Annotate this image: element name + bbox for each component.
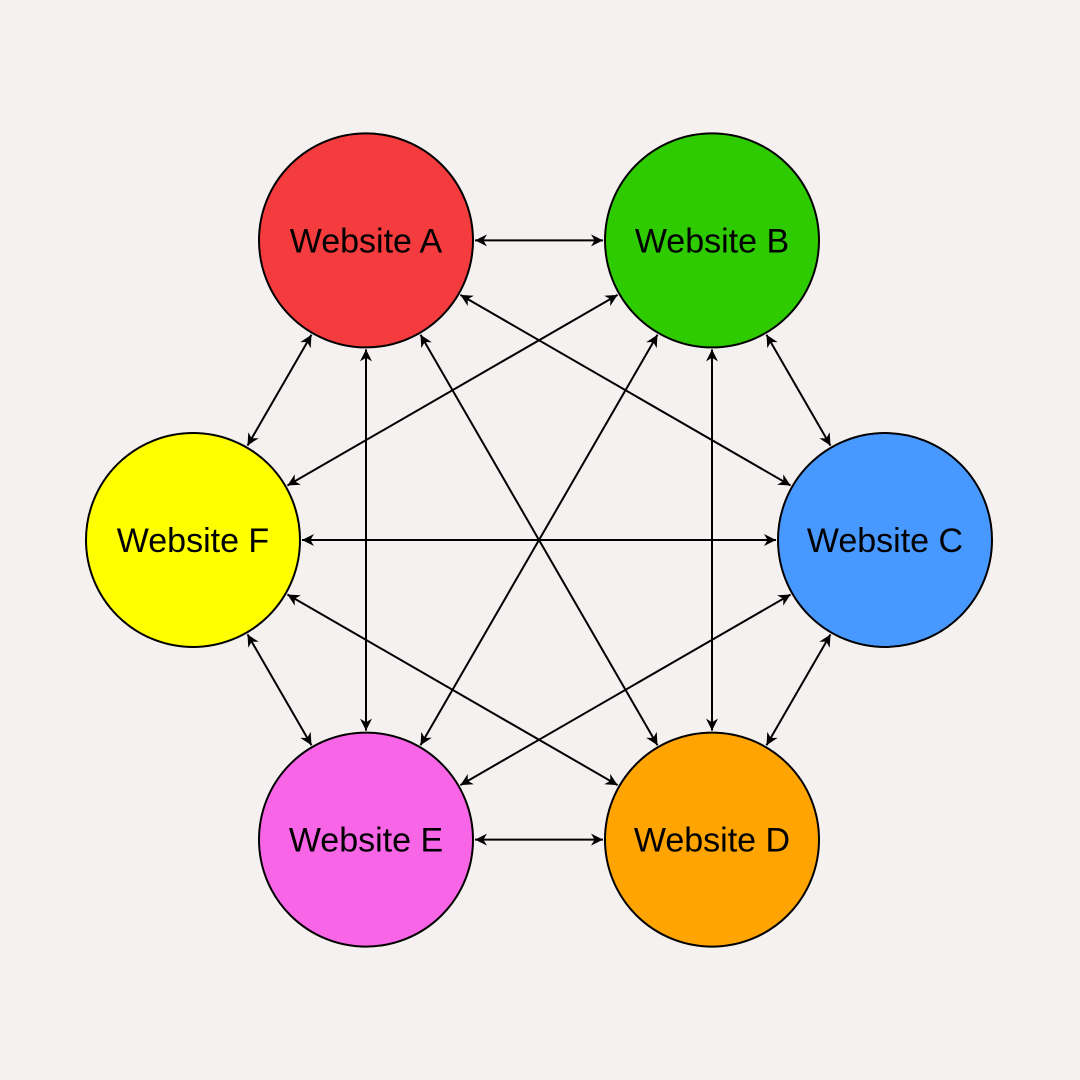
edge-e-f [246,633,313,746]
node-circle-c [777,432,993,648]
node-website-b: Website B [604,132,820,349]
node-circle-e [258,731,474,948]
node-circle-f [85,432,301,648]
edge-b-f [286,294,619,487]
node-label-c: Website C [807,522,963,560]
nodes-layer: Website A Website B Website C Website D Webs… [85,132,993,948]
node-label-b: Website B [635,222,789,260]
node-website-c: Website C [777,432,993,648]
node-website-d: Website D [604,731,820,948]
node-label-e: Website E [289,822,443,860]
node-website-e: Website E [258,731,474,948]
node-circle-a [258,132,474,349]
node-circle-d [604,731,820,948]
node-website-a: Website A [258,132,474,349]
node-label-d: Website D [634,822,790,860]
edges-layer [246,234,832,846]
edge-c-d [765,633,832,746]
node-circle-b [604,132,820,349]
node-website-f: Website F [85,432,301,648]
edge-b-c [765,334,832,447]
node-label-a: Website A [290,222,443,260]
edge-a-f [246,334,313,447]
node-label-f: Website F [117,522,269,560]
edge-d-f [286,593,619,786]
